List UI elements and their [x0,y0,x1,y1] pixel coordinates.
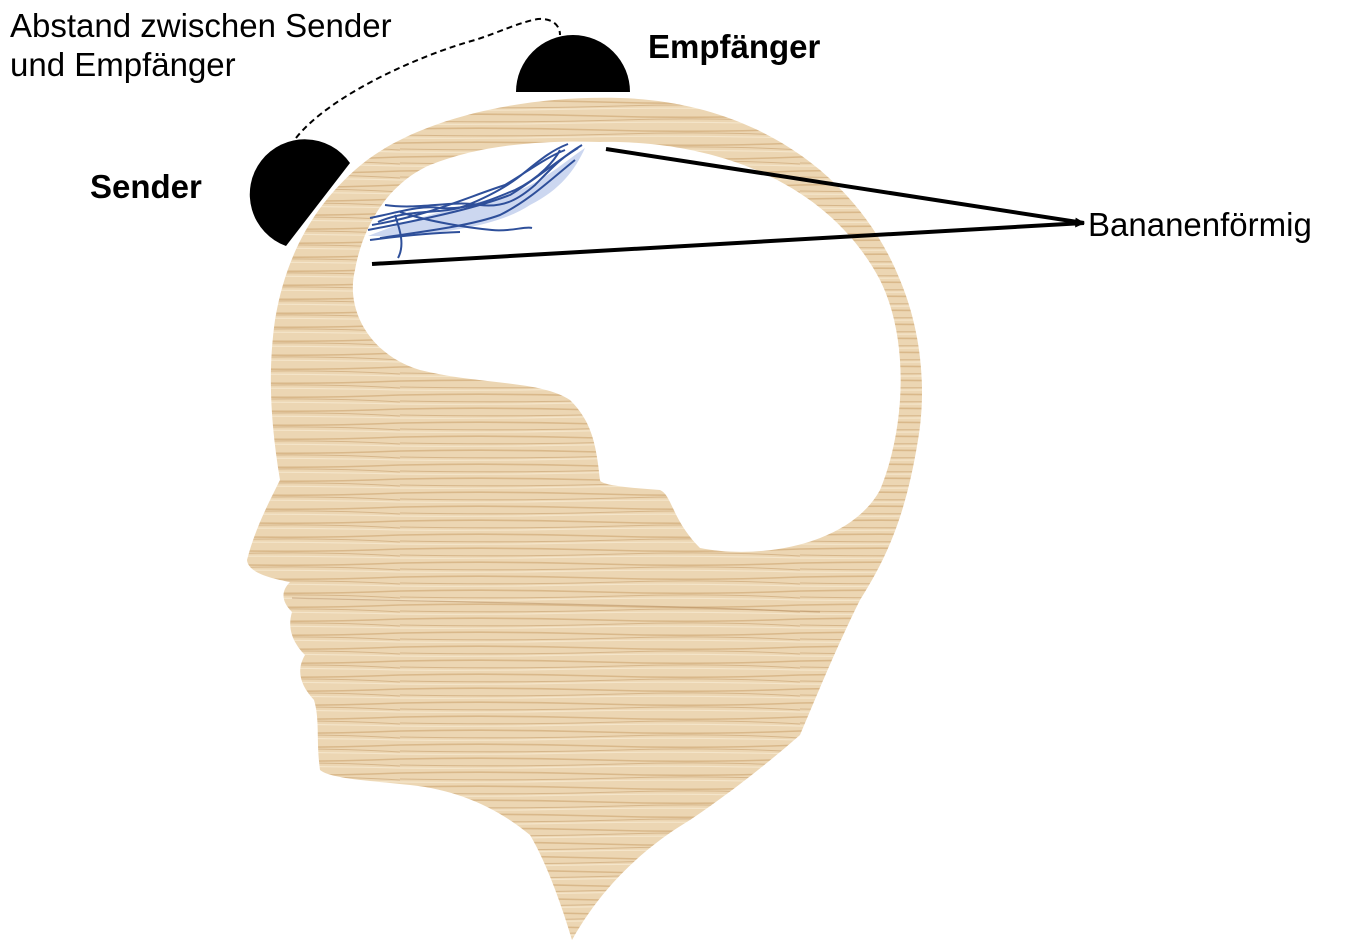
sender-label: Sender [90,168,202,206]
distance-label-line1: Abstand zwischen Sender [10,6,392,45]
distance-label-line2: und Empfänger [10,45,392,84]
receiver-probe [516,35,630,92]
distance-label: Abstand zwischen Sender und Empfänger [10,6,392,84]
head-silhouette [247,98,922,940]
banana-shape-label: Bananenförmig [1088,206,1312,244]
receiver-label: Empfänger [648,28,820,66]
